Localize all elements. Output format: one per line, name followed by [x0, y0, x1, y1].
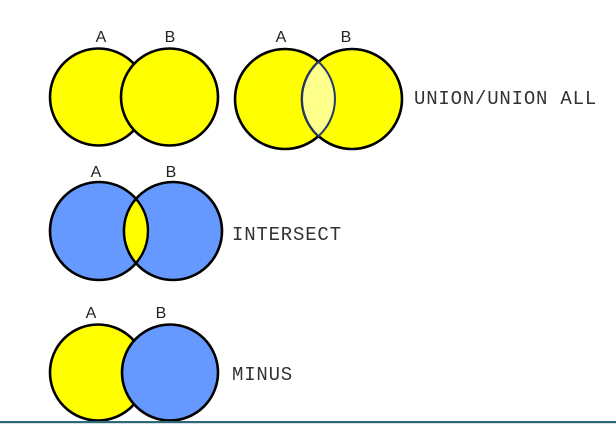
intersect-operation-label: INTERSECT — [232, 224, 342, 246]
bottom-rule — [0, 421, 616, 424]
minus-diagram: A B — [48, 305, 220, 422]
intersect-diagram: A B — [48, 164, 224, 282]
union-overlap-circle-b-label: B — [341, 29, 352, 46]
union-operation-label: UNION/UNION ALL — [414, 88, 597, 110]
union-plain-circle-a-label: A — [96, 29, 107, 46]
union-plain-diagram: A B — [48, 29, 220, 147]
minus-operation-label: MINUS — [232, 364, 293, 386]
union-overlap-diagram: A B — [233, 29, 404, 151]
intersect-circle-b-label: B — [166, 164, 177, 181]
minus-circle-b-label: B — [156, 305, 167, 322]
minus-circle-a-label: A — [86, 305, 97, 322]
union-overlap-lens — [301, 60, 336, 138]
minus-circle-b — [120, 323, 220, 422]
intersect-circle-a-label: A — [91, 164, 102, 181]
intersect-lens — [122, 197, 150, 265]
union-plain-circle-b-label: B — [165, 29, 176, 46]
union-overlap-circle-a-label: A — [276, 29, 287, 46]
union-plain-circle-b — [119, 47, 220, 147]
